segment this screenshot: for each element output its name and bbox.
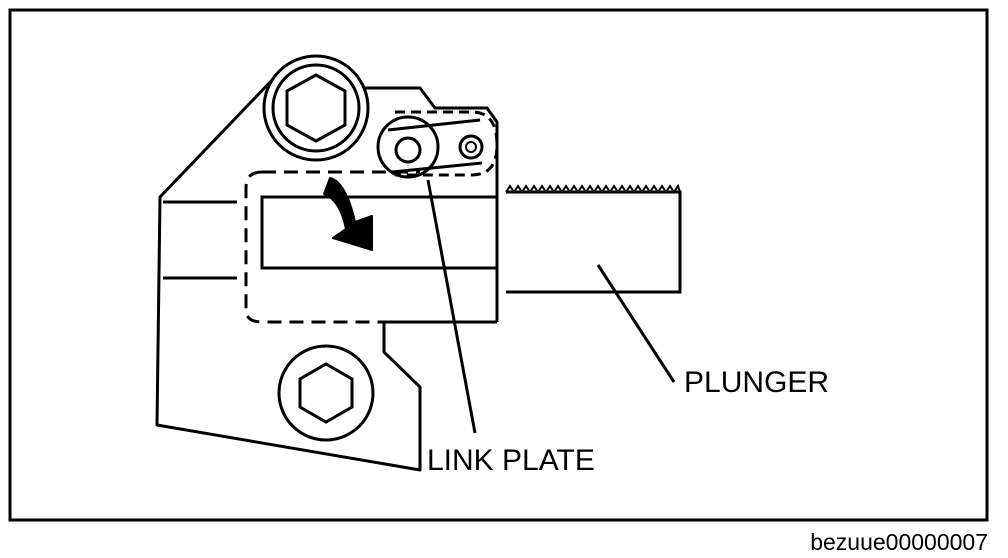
lower-bolt <box>277 344 375 442</box>
plunger-leader-line <box>596 264 676 383</box>
upper-bolt <box>262 54 370 162</box>
link-plate-label: LINK PLATE <box>427 444 595 477</box>
link-plate <box>376 110 499 179</box>
link-plate-leader-line <box>426 179 477 434</box>
figure-id: bezuue00000007 <box>810 529 988 555</box>
tensioner-body <box>155 75 497 472</box>
plunger-ratchet-teeth <box>505 183 681 194</box>
hidden-bore <box>260 195 497 270</box>
hidden-cavity-outline <box>244 170 497 324</box>
curved-arrow-down-icon <box>323 177 373 251</box>
plunger-label: PLUNGER <box>684 366 829 399</box>
